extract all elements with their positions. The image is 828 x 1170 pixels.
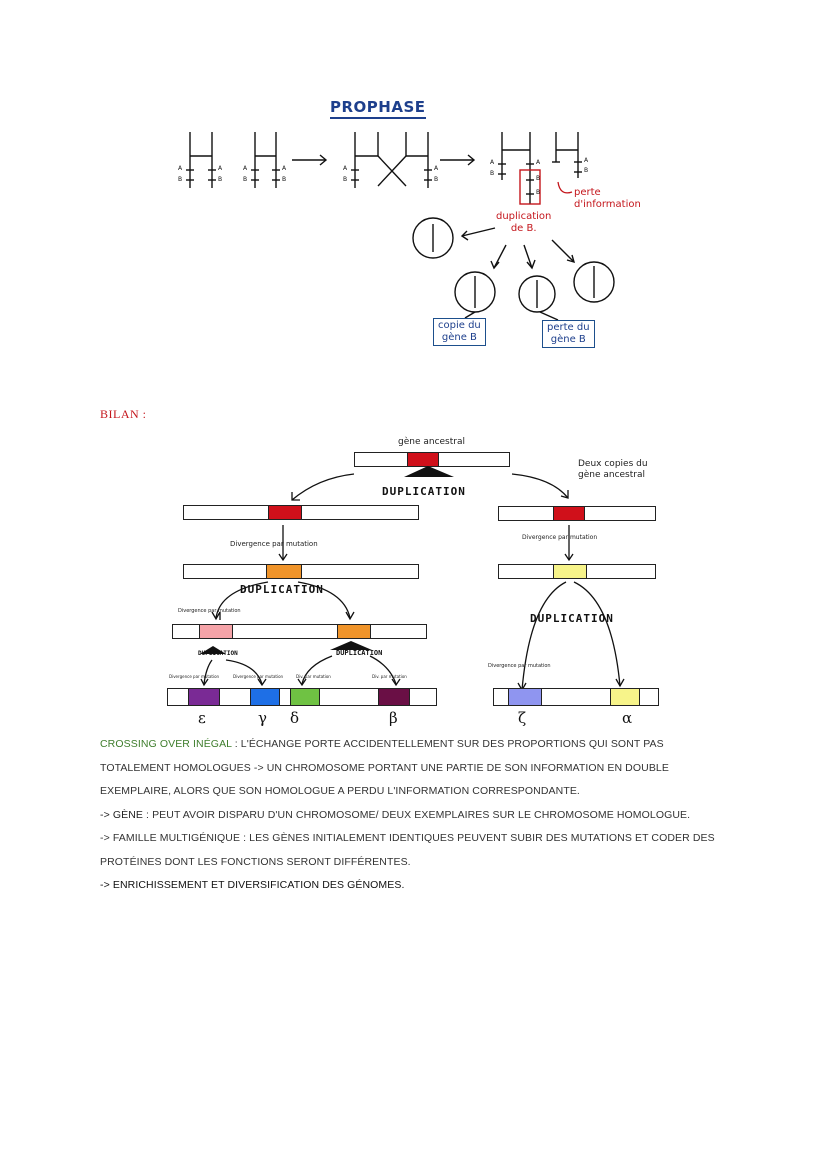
duplication-label-4: DUPLICATION	[198, 650, 238, 657]
bilan-label: BILAN :	[100, 407, 147, 421]
label-b: B	[434, 176, 439, 183]
deux-copies-label: Deux copies du gène ancestral	[578, 459, 648, 480]
chromosome-left-2	[183, 563, 419, 579]
duplication-label-2: DUPLICATION	[240, 583, 324, 596]
gene-epsilon	[188, 687, 220, 706]
label-delta: δ	[290, 709, 300, 727]
label-b: B	[536, 189, 541, 196]
perte-du-gene-b-box: perte du gène B	[542, 320, 595, 348]
divergence-label-g: Divergence par mutation	[233, 674, 284, 679]
chromosome-final-left	[167, 687, 437, 706]
gene-ancestral-label: gène ancestral	[398, 437, 465, 447]
label-b: B	[282, 176, 287, 183]
label-gamma: γ	[258, 709, 267, 727]
crossing-paragraph: CROSSING OVER INÉGAL : L'ÉCHANGE PORTE A…	[100, 733, 720, 804]
gene-copy-right	[553, 505, 585, 521]
label-a: A	[343, 165, 348, 172]
famille-line: -> FAMILLE MULTIGÉNIQUE : LES GÈNES INIT…	[100, 832, 715, 868]
gene-beta	[378, 687, 410, 706]
label-a: A	[536, 159, 541, 166]
label-b: B	[243, 176, 248, 183]
label-b: B	[178, 176, 183, 183]
crossing-title: CROSSING OVER INÉGAL	[100, 738, 232, 750]
duplication-de-b-label: duplication de B.	[496, 211, 552, 234]
chromosome-left-1	[183, 504, 419, 520]
label-b: B	[536, 175, 541, 182]
gene-line-label: -> GÈNE	[100, 808, 144, 821]
label-beta: β	[389, 709, 398, 727]
perte-information-label: perte d'information	[574, 187, 641, 210]
gene-gamma	[250, 687, 280, 706]
ancestral-gene	[407, 451, 439, 467]
label-a: A	[178, 165, 183, 172]
divergence-label-left: Divergence par mutation	[230, 540, 318, 548]
divergence-label-e: Divergence par mutation	[169, 674, 220, 679]
label-a: A	[584, 157, 589, 164]
label-a: A	[282, 165, 287, 172]
label-a: A	[490, 159, 495, 166]
prophase-title: PROPHASE	[330, 98, 426, 119]
divergence-label-right: Divergence par mutation	[522, 534, 598, 541]
gene-copy-left	[268, 504, 302, 520]
label-epsilon: ε	[198, 709, 206, 727]
gene-pink	[199, 623, 233, 639]
ancestral-chromosome	[354, 451, 510, 467]
gene-delta	[290, 687, 320, 706]
copie-du-gene-b-box: copie du gène B	[433, 318, 486, 346]
divergence-label-d: Div. par mutation	[296, 674, 331, 679]
gene-yellow	[553, 563, 587, 579]
gene-orange-2	[337, 623, 371, 639]
gene-line: -> GÈNE : PEUT AVOIR DISPARU D'UN CHROMO…	[100, 804, 720, 828]
divergence-label-b: Div. par mutation	[372, 674, 407, 679]
chromosome-left-3	[172, 623, 427, 639]
gene-zeta	[508, 687, 542, 706]
crossing-body: : L'ÉCHANGE PORTE ACCIDENTELLEMENT SUR D…	[100, 738, 669, 797]
chromosome-final-right	[493, 687, 659, 706]
label-alpha: α	[622, 709, 633, 727]
gene-line-body: : PEUT AVOIR DISPARU D'UN CHROMOSOME/ DE…	[143, 808, 691, 821]
label-a: A	[218, 165, 223, 172]
label-b: B	[490, 170, 495, 177]
label-a: A	[243, 165, 248, 172]
label-b: B	[218, 176, 223, 183]
duplication-label-5: DUPLICATION	[336, 649, 383, 657]
explanation-text: CROSSING OVER INÉGAL : L'ÉCHANGE PORTE A…	[100, 733, 720, 898]
label-b: B	[343, 176, 348, 183]
chromosome-right-2	[498, 563, 656, 579]
bilan-diagram	[200, 466, 625, 692]
label-zeta: ζ	[518, 709, 527, 727]
label-b: B	[584, 167, 589, 174]
chromosome-right-1	[498, 505, 656, 521]
divergence-label-small: Divergence par mutation	[178, 608, 241, 614]
divergence-label-z: Divergence par mutation	[488, 663, 551, 669]
prophase-diagram	[186, 132, 615, 321]
label-a: A	[434, 165, 439, 172]
duplication-label-3: DUPLICATION	[530, 612, 614, 625]
enrichissement-line: -> ENRICHISSEMENT ET DIVERSIFICATION DES…	[100, 879, 405, 891]
duplication-label-1: DUPLICATION	[382, 485, 466, 498]
gene-orange	[266, 563, 302, 579]
gene-alpha	[610, 687, 640, 706]
